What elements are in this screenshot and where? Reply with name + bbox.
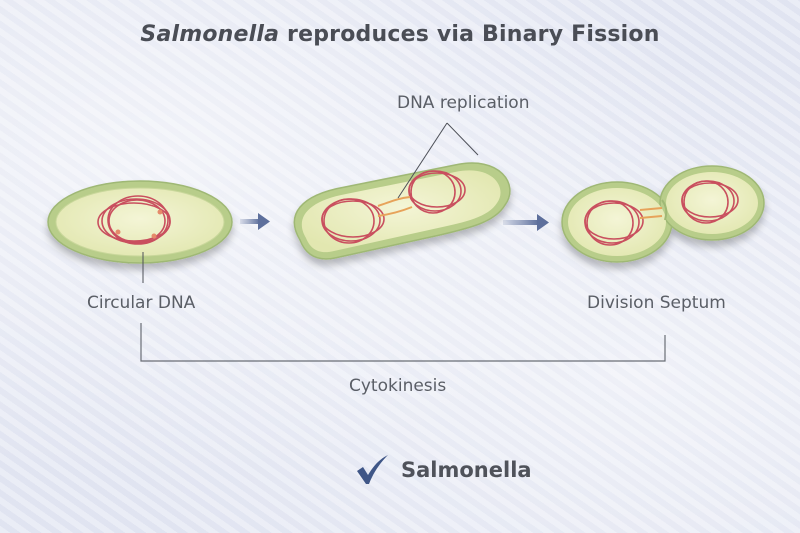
arrow-right-icon	[503, 214, 549, 231]
single-cell	[47, 180, 233, 264]
daughter-dna-icon	[584, 180, 739, 246]
footer-answer: Salmonella	[355, 455, 532, 485]
title-rest: reproduces via Binary Fission	[279, 22, 660, 47]
label-circular-dna: Circular DNA	[87, 293, 196, 313]
page-title: Salmonella reproduces via Binary Fission	[0, 22, 800, 47]
dna-replication-leader	[397, 122, 479, 199]
replicating-dna-icon	[321, 170, 466, 244]
cytokinesis-bracket	[140, 323, 666, 362]
circular-dna-icon	[97, 195, 171, 245]
dividing-cell	[561, 165, 765, 263]
checkmark-icon	[357, 455, 388, 484]
elongated-cell	[293, 162, 511, 260]
arrow-right-icon	[240, 213, 270, 230]
footer-label: Salmonella	[401, 458, 532, 482]
division-septum	[661, 199, 668, 221]
title-organism: Salmonella	[140, 22, 280, 47]
label-cytokinesis: Cytokinesis	[349, 376, 447, 396]
label-division-septum: Division Septum	[587, 293, 726, 313]
label-dna-replication: DNA replication	[397, 93, 530, 113]
